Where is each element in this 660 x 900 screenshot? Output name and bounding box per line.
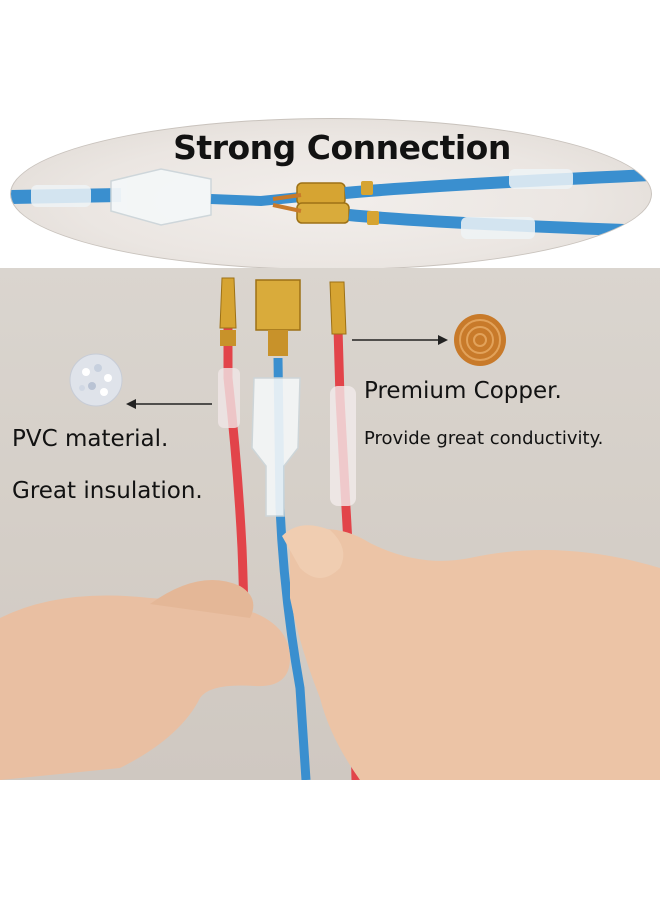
right-lower-sleeve: [461, 217, 535, 239]
brass-connector-lower: [296, 202, 350, 224]
right-upper-sleeve: [509, 169, 573, 189]
transparent-terminal-cover: [251, 377, 301, 517]
connected-wires-illustration: [11, 168, 651, 239]
pvc-material-description: Great insulation.: [12, 478, 203, 504]
copper-coil-icon: [454, 314, 506, 366]
pvc-material-title: PVC material.: [12, 426, 169, 452]
premium-copper-description: Provide great conductivity.: [364, 428, 604, 449]
crimp-ring-lower: [367, 211, 379, 225]
female-terminal-cluster: [255, 279, 301, 331]
center-crimp-barrel: [268, 330, 288, 356]
left-insulation-sleeve: [31, 185, 91, 207]
left-red-sleeve: [218, 368, 240, 428]
left-thumb: [150, 580, 254, 618]
right-red-sleeve: [330, 386, 356, 506]
copper-arrow-icon: [352, 335, 448, 345]
brass-connector-upper: [296, 182, 346, 206]
headline-strong-connection: Strong Connection: [173, 128, 511, 167]
right-fingertip: [282, 525, 344, 578]
premium-copper-title: Premium Copper.: [364, 378, 562, 404]
pvc-pellets-icon: [69, 353, 123, 407]
right-upper-blue-wire: [344, 169, 651, 199]
hands-holding-wires-illustration: [0, 277, 660, 780]
copper-strands: [272, 193, 302, 213]
connection-detail-ellipse: [10, 118, 652, 270]
right-hand: [290, 529, 660, 780]
product-photo: [0, 268, 660, 780]
pvc-arrow-icon: [126, 399, 212, 409]
male-spade-terminal: [219, 277, 237, 329]
left-crimp-barrel: [220, 330, 236, 346]
crimp-ring-upper: [361, 181, 373, 195]
female-spade-terminal: [329, 281, 347, 335]
transparent-connector-cap: [110, 168, 212, 226]
center-blue-wire: [273, 357, 311, 780]
left-hand: [0, 595, 290, 780]
